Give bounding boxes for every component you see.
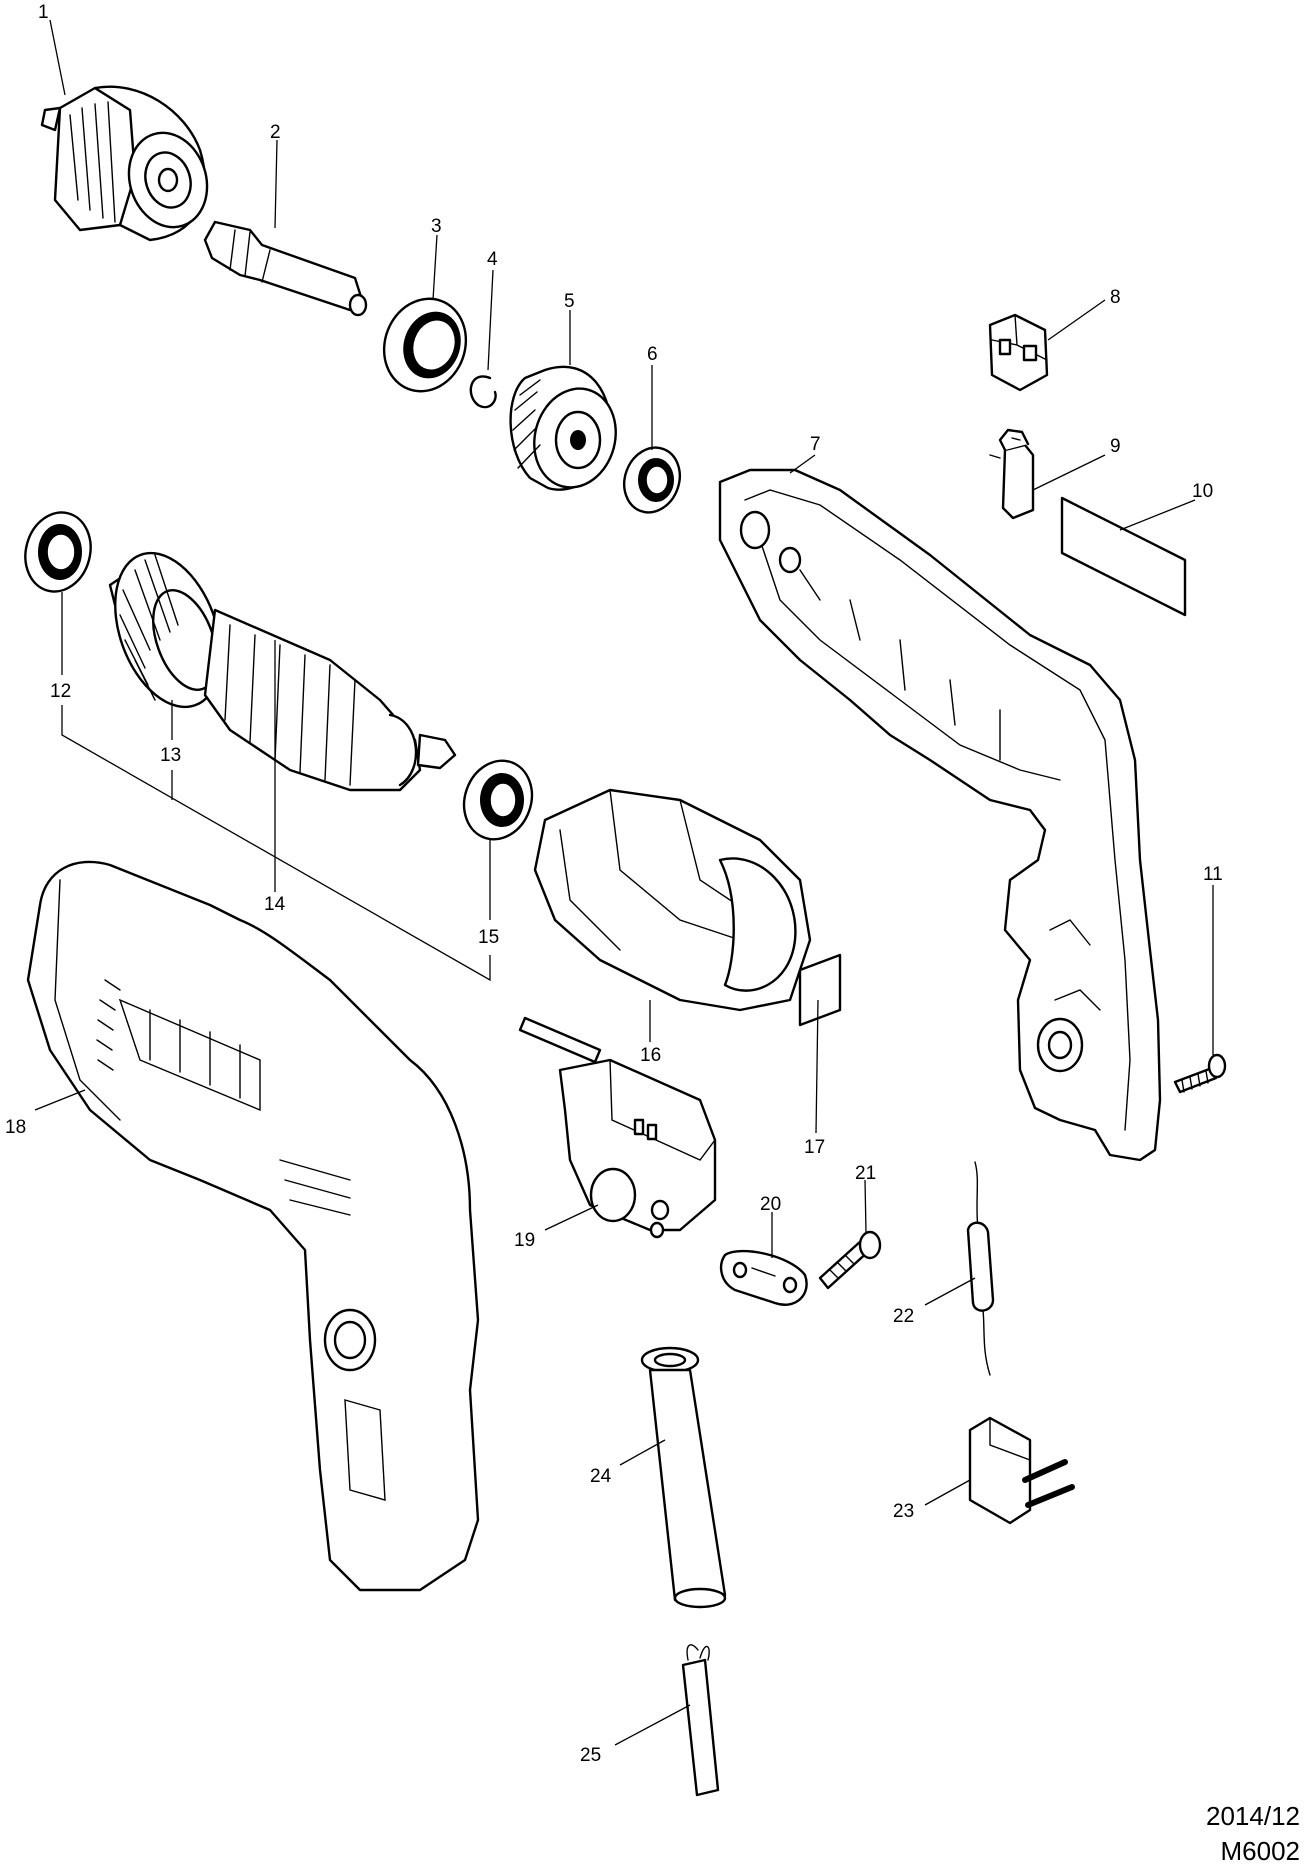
noise-suppressor xyxy=(966,1161,995,1376)
callout-5: 5 xyxy=(564,291,575,312)
spindle xyxy=(203,220,368,317)
callout-19: 19 xyxy=(514,1230,535,1251)
callout-1: 1 xyxy=(38,2,49,23)
callout-18: 18 xyxy=(5,1117,26,1138)
assembled-drill xyxy=(26,860,480,1592)
callout-16: 16 xyxy=(640,1045,661,1066)
callout-21: 21 xyxy=(855,1163,876,1184)
keyless-chuck xyxy=(40,85,209,242)
callout-24: 24 xyxy=(590,1466,612,1487)
callout-2: 2 xyxy=(270,122,281,143)
ball-bearing-6 xyxy=(623,446,681,514)
callout-9: 9 xyxy=(1110,436,1121,457)
callout-23: 23 xyxy=(893,1501,914,1522)
callout-25: 25 xyxy=(580,1745,601,1766)
cord xyxy=(681,1644,720,1797)
housing-set xyxy=(718,468,1162,1162)
callout-3: 3 xyxy=(431,216,442,237)
callout-8: 8 xyxy=(1110,287,1121,308)
field xyxy=(533,788,812,1012)
leader-lines xyxy=(34,19,1214,1746)
retaining-ring xyxy=(469,375,497,409)
callout-6: 6 xyxy=(647,344,658,365)
armature xyxy=(108,551,457,792)
insulation-plate xyxy=(798,953,842,1027)
callout-10: 10 xyxy=(1192,481,1213,502)
callout-22: 22 xyxy=(893,1306,914,1327)
footer-date: 2014/12 xyxy=(1206,1801,1300,1831)
strain-relief xyxy=(719,1249,808,1306)
ball-bearing-3 xyxy=(382,297,468,393)
callout-13: 13 xyxy=(160,745,181,766)
callout-14: 14 xyxy=(264,894,286,915)
brush-holder-cap xyxy=(988,313,1049,392)
ball-bearing-12 xyxy=(24,511,92,593)
callout-17: 17 xyxy=(804,1137,825,1158)
name-plate xyxy=(1060,496,1187,617)
tapping-screw-21 xyxy=(818,1230,882,1290)
callout-4: 4 xyxy=(487,249,498,270)
ball-bearing-15 xyxy=(462,759,534,841)
cord-guard xyxy=(640,1346,727,1609)
callout-11: 11 xyxy=(1203,864,1223,885)
callout-labels: 1 2 3 4 5 6 7 8 9 10 11 12 13 14 15 16 1… xyxy=(5,2,1223,1766)
callout-7: 7 xyxy=(810,434,821,455)
capacitor xyxy=(968,1416,1075,1525)
callout-15: 15 xyxy=(478,927,499,948)
callout-20: 20 xyxy=(760,1194,781,1215)
tapping-screw-11 xyxy=(1173,1053,1227,1094)
carbon-brush xyxy=(989,428,1035,520)
callout-12: 12 xyxy=(50,681,71,702)
spur-gear xyxy=(509,365,617,491)
switch xyxy=(518,1016,717,1239)
footer-model: M6002 xyxy=(1221,1836,1301,1866)
